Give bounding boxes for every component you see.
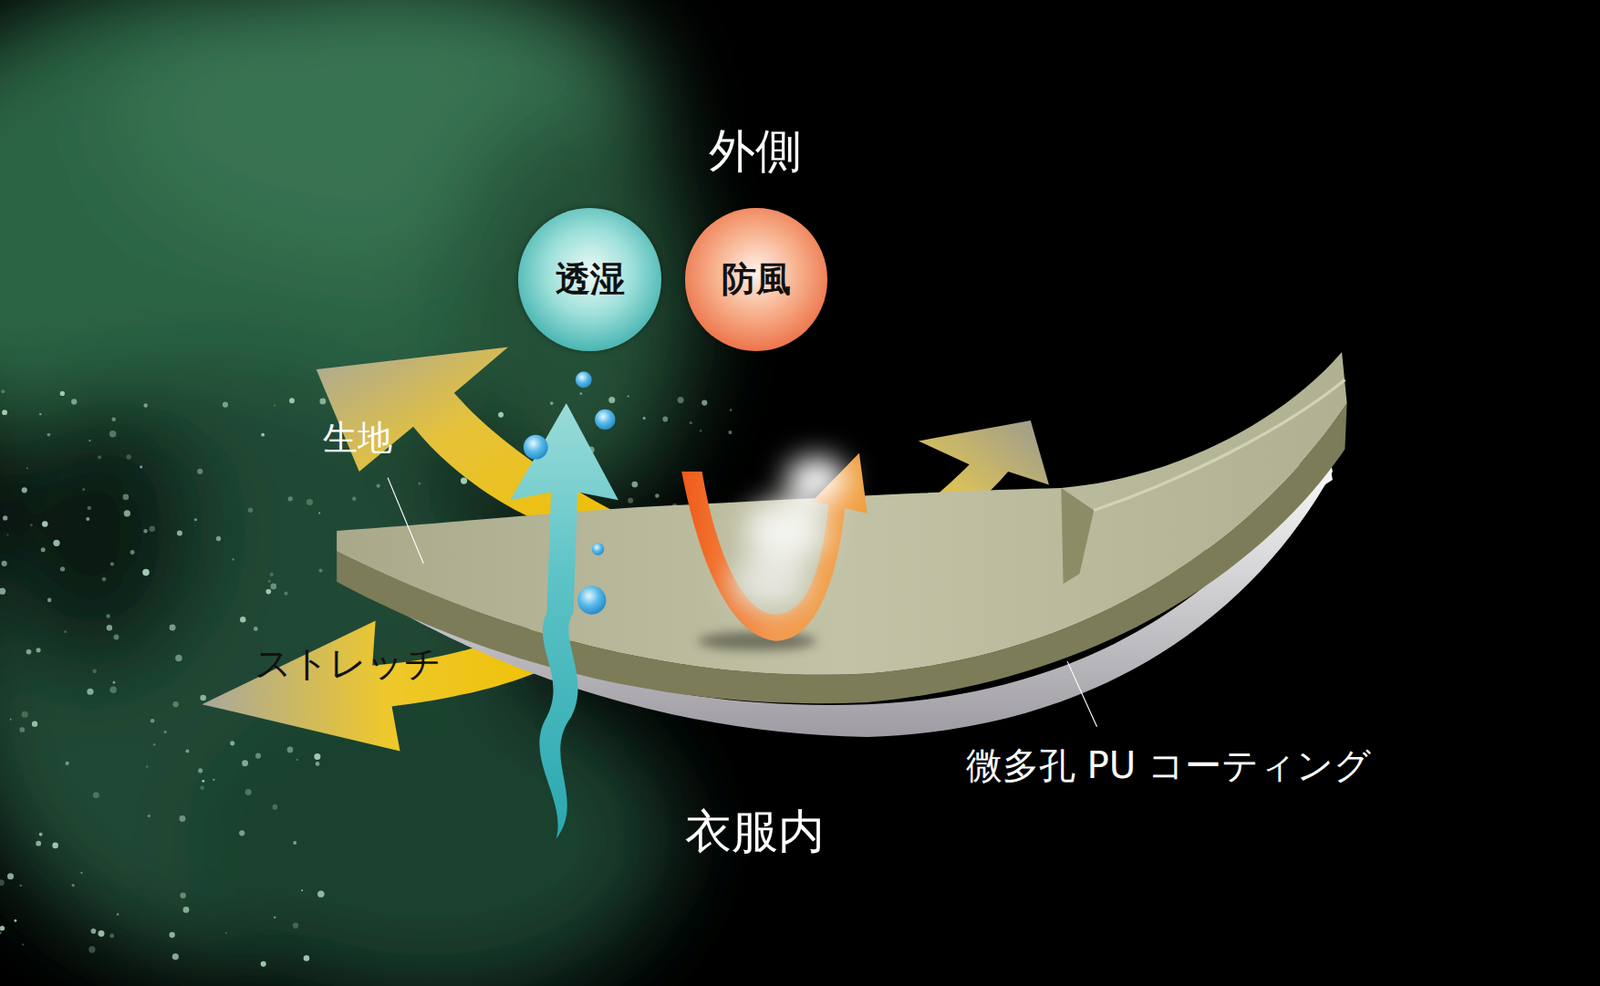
feature-circle: 防風	[685, 207, 829, 352]
circle-label: 透湿	[555, 260, 625, 300]
text-label: 生地	[322, 418, 393, 459]
feature-circle: 透湿	[518, 207, 662, 352]
text-label: 衣服内	[685, 804, 825, 859]
text-label: ストレッチ	[254, 642, 442, 685]
text-label: 微多孔 PU コーティング	[966, 744, 1372, 787]
circle-label: 防風	[721, 260, 791, 300]
text-label: 外側	[708, 124, 802, 178]
